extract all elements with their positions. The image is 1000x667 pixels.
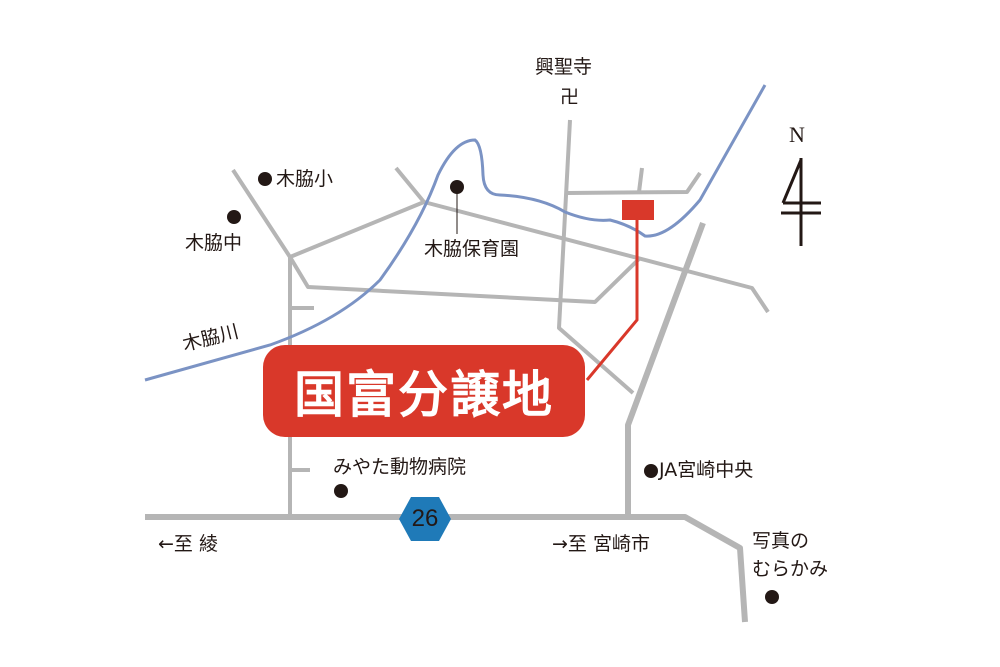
leader-line bbox=[585, 218, 639, 381]
location-dot bbox=[334, 484, 348, 498]
road bbox=[557, 119, 635, 395]
elementary-school-label: 木脇小 bbox=[276, 168, 334, 190]
road bbox=[394, 166, 426, 204]
ja-label: JA宮崎中央 bbox=[659, 459, 754, 481]
road bbox=[288, 255, 642, 304]
temple-icon: 卍 bbox=[560, 86, 580, 108]
photo-studio-label-1: 写真の bbox=[752, 530, 810, 552]
location-dot bbox=[765, 590, 779, 604]
photo-studio-label-2: むらかみ bbox=[752, 558, 829, 580]
route-shield bbox=[399, 497, 451, 541]
river bbox=[144, 84, 767, 382]
direction-east: →至 宮崎市 bbox=[552, 533, 650, 555]
north-arrow-icon bbox=[781, 158, 821, 246]
site-callout: 国富分譲地 bbox=[263, 345, 585, 437]
north-label: N bbox=[789, 122, 805, 147]
route-number: 26 bbox=[411, 505, 439, 532]
road bbox=[637, 167, 644, 193]
junior-high-label: 木脇中 bbox=[185, 232, 243, 254]
direction-west: ←至 綾 bbox=[158, 533, 218, 555]
location-dot bbox=[644, 464, 658, 478]
nursery-label: 木脇保育園 bbox=[424, 238, 520, 260]
road bbox=[231, 168, 292, 517]
temple-label: 興聖寺 bbox=[535, 56, 593, 78]
major-road bbox=[625, 221, 706, 517]
vet-label: みやた動物病院 bbox=[333, 456, 467, 478]
road bbox=[289, 200, 770, 314]
site-marker bbox=[622, 200, 654, 220]
road bbox=[567, 171, 702, 195]
location-dot bbox=[258, 172, 272, 186]
location-dot bbox=[227, 210, 241, 224]
location-dot bbox=[450, 180, 464, 194]
